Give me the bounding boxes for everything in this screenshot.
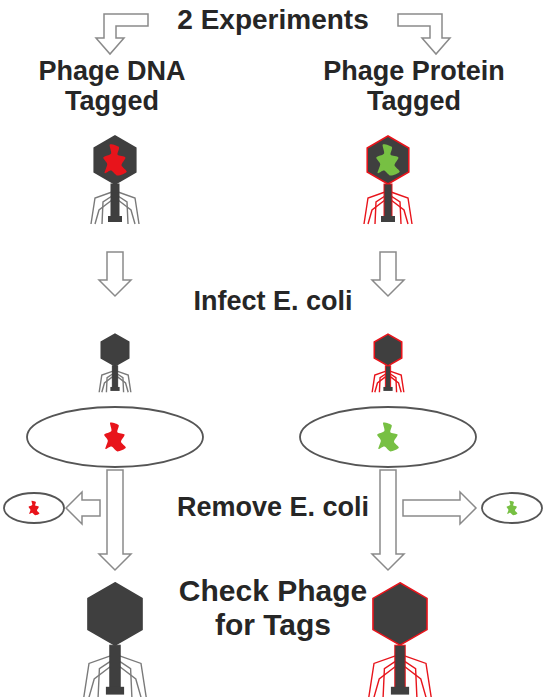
- ecoli-cell: [300, 407, 476, 467]
- cell-outline: [4, 493, 64, 523]
- hollow-arrow: [66, 492, 100, 524]
- diagram-title: 2 Experiments: [123, 4, 423, 35]
- phage-head: [101, 334, 128, 366]
- phage-baseplate: [106, 687, 124, 695]
- phage-baseplate: [381, 216, 395, 222]
- phage-tail: [110, 645, 120, 689]
- step-label: Phage DNA Tagged: [25, 56, 200, 116]
- ecoli-cell: [4, 493, 64, 523]
- step-label: Remove E. coli: [113, 492, 433, 522]
- phage-symbol: [369, 583, 431, 697]
- hollow-arrow: [372, 252, 404, 296]
- step-label: Check Phage for Tags: [158, 574, 388, 641]
- dna-blob: [507, 501, 518, 515]
- hollow-arrow: [372, 470, 404, 570]
- phage-symbol: [91, 136, 139, 224]
- phage-head: [94, 136, 136, 184]
- phage-head: [88, 583, 142, 645]
- phage-tail: [385, 366, 390, 388]
- cell-outline: [482, 493, 542, 523]
- phage-tail: [112, 366, 117, 388]
- phage-baseplate: [108, 216, 122, 222]
- dna-blob: [377, 422, 399, 451]
- hollow-arrow: [403, 492, 476, 524]
- cell-outline: [27, 407, 203, 467]
- phage-baseplate: [110, 387, 119, 391]
- ecoli-cell: [27, 407, 203, 467]
- phage-tail: [111, 184, 119, 218]
- dna-blob: [103, 144, 126, 175]
- phage-symbol: [99, 334, 131, 392]
- phage-tail: [395, 645, 405, 689]
- bent-arrow: [398, 14, 450, 54]
- cell-outline: [300, 407, 476, 467]
- dna-blob: [376, 144, 399, 175]
- step-label: Infect E. coli: [113, 286, 433, 316]
- phage-symbol: [84, 583, 146, 697]
- phage-head: [373, 583, 427, 645]
- bent-arrow: [96, 14, 148, 54]
- dna-blob: [29, 501, 40, 515]
- phage-head: [374, 334, 401, 366]
- hollow-arrow: [99, 470, 131, 570]
- dna-blob: [104, 422, 126, 451]
- phage-symbol: [372, 334, 404, 392]
- phage-tail: [384, 184, 392, 218]
- ecoli-cell: [482, 493, 542, 523]
- hollow-arrow: [99, 252, 131, 296]
- phage-baseplate: [391, 687, 409, 695]
- phage-symbol: [364, 136, 412, 224]
- step-label: Phage Protein Tagged: [307, 56, 522, 116]
- phage-head: [367, 136, 409, 184]
- phage-baseplate: [383, 387, 392, 391]
